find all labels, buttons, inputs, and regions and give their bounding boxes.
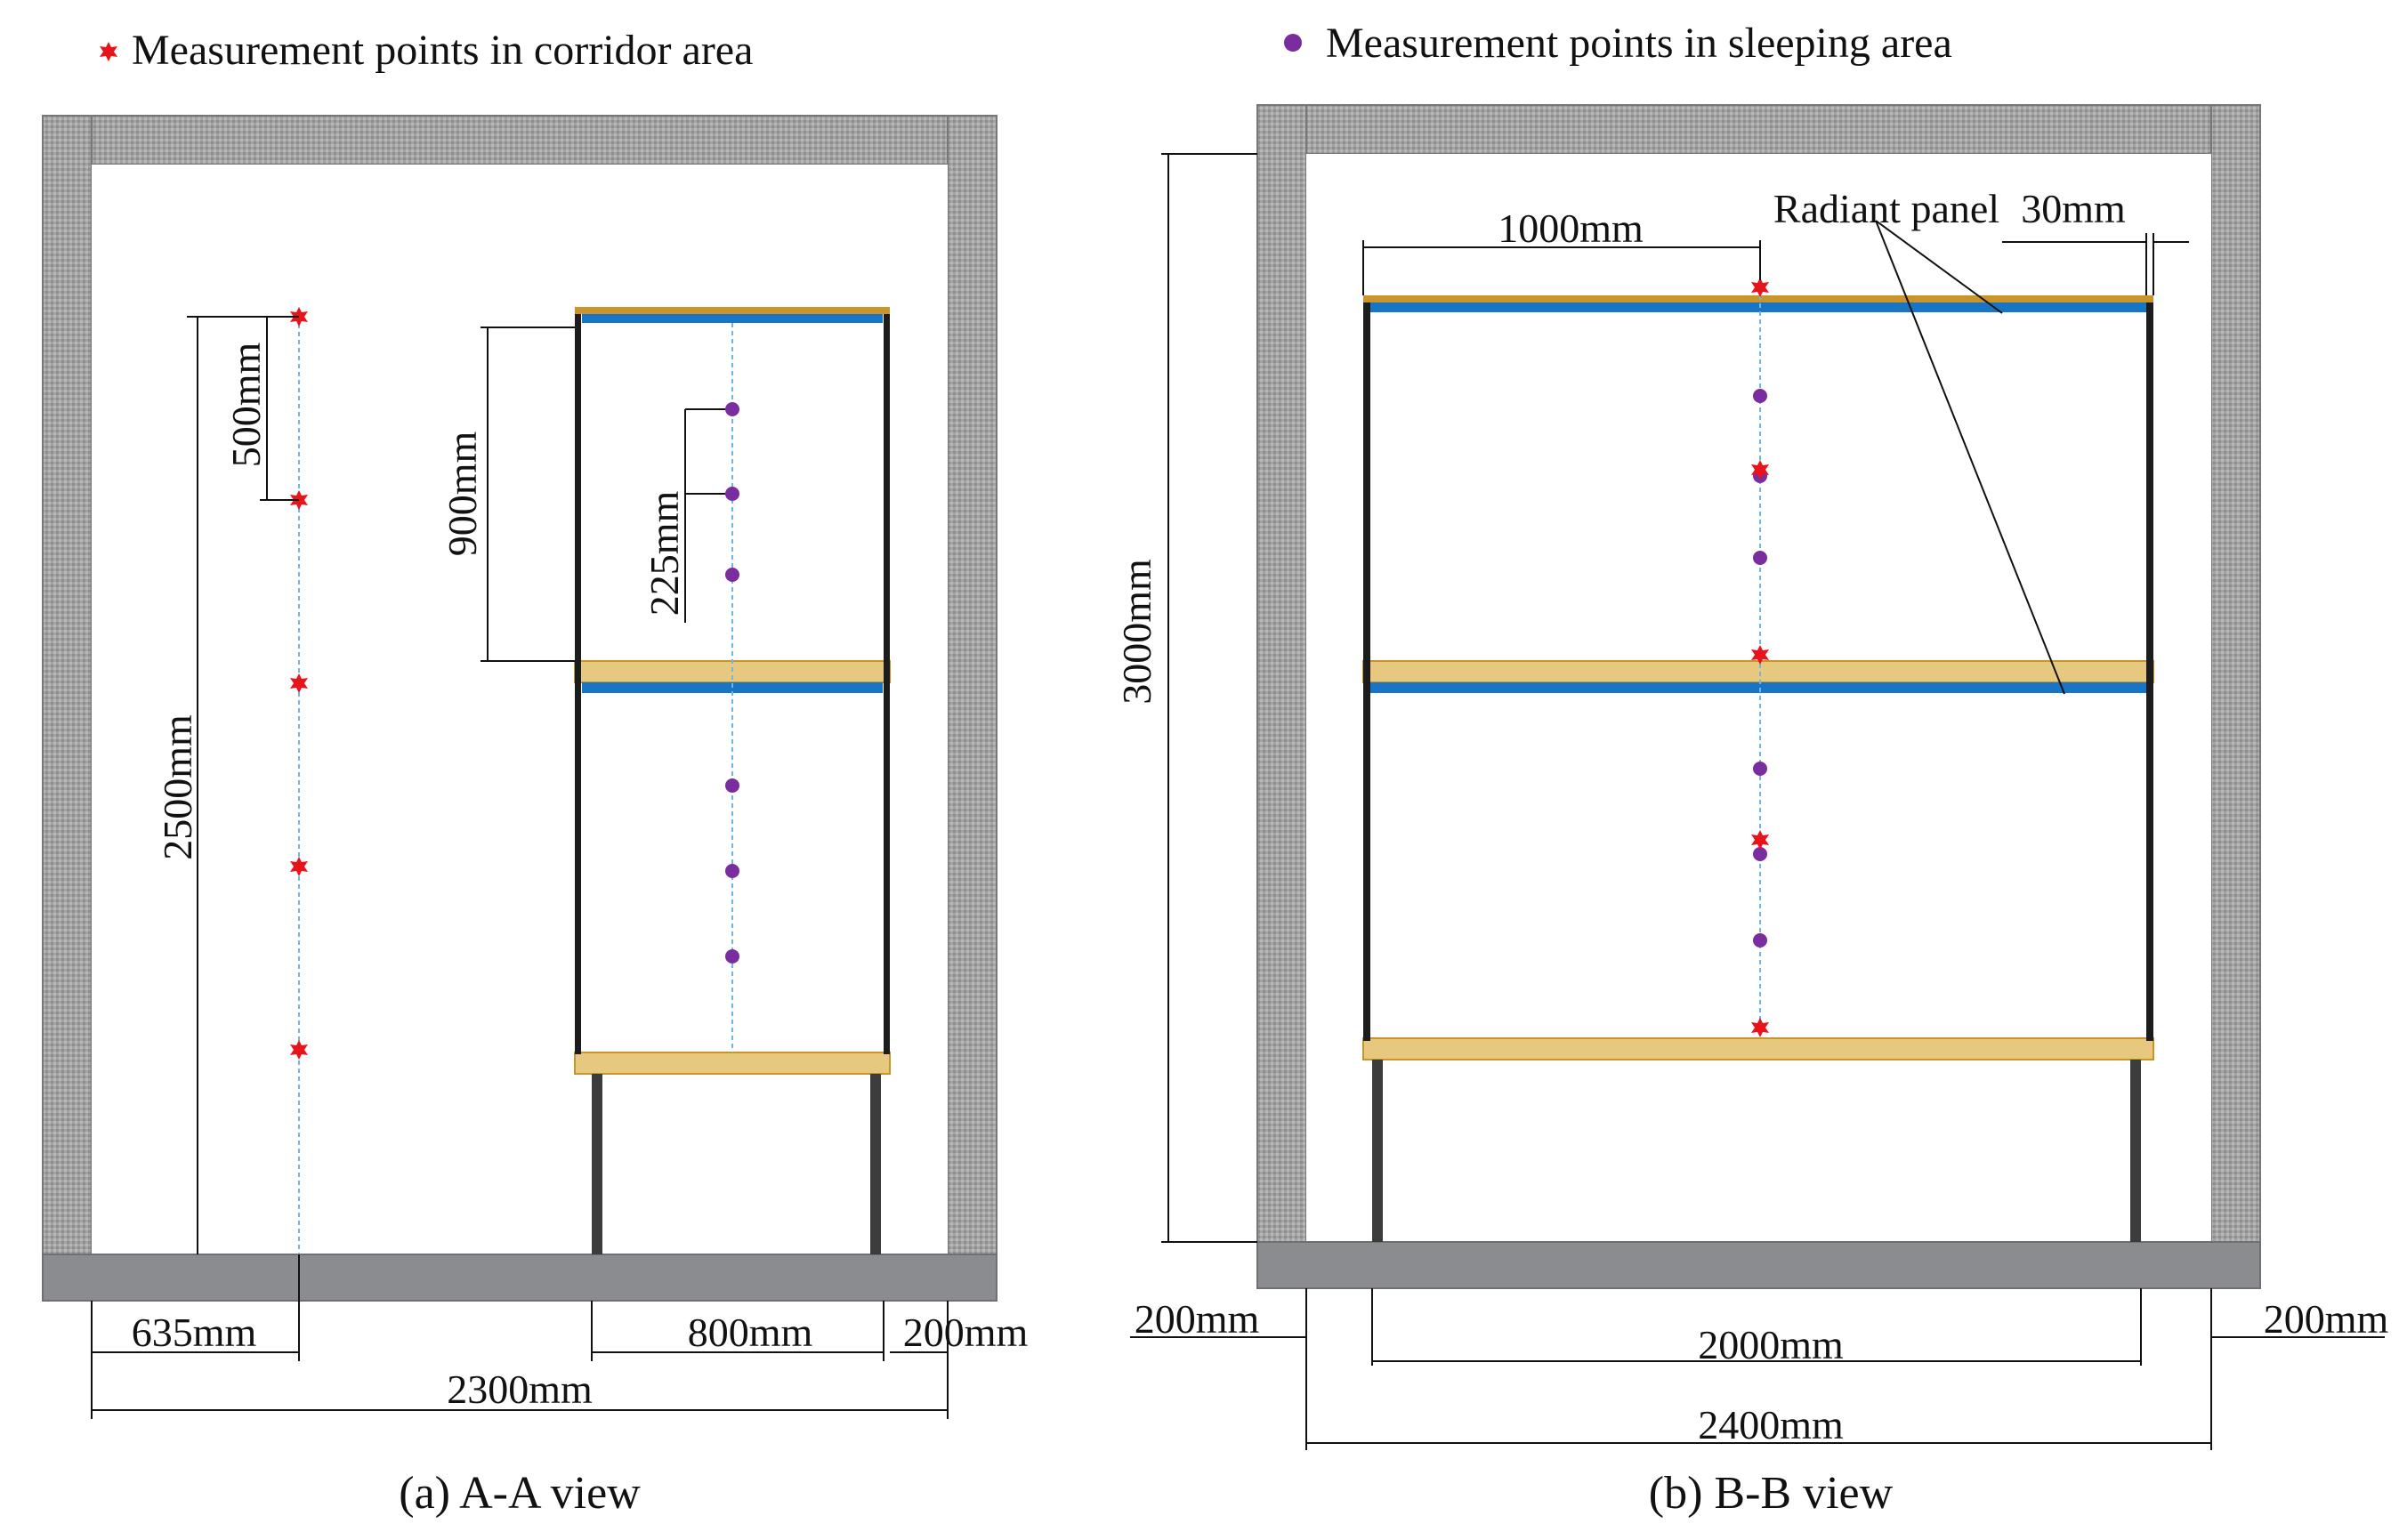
dim-b-panel-gap: 30mm: [2021, 186, 2126, 231]
bunk-post-left-a: [575, 314, 581, 1054]
right-wall-a: [947, 115, 998, 1255]
bunk-bed-a: [574, 307, 891, 1254]
dim-b-left-gap: 200mm: [1135, 1296, 1260, 1342]
sleeping-point-a-2: [725, 487, 739, 501]
dimension-lines-b: [1130, 153, 2385, 1450]
caption-view-a: (a) A-A view: [399, 1468, 641, 1519]
right-wall-b: [2210, 104, 2261, 1243]
radiant-panel-a-upper: [582, 314, 883, 323]
legend-sleeping-label: Measurement points in sleeping area: [1326, 20, 1952, 67]
dimension-lines-a: [91, 316, 949, 1419]
middle-board-b: [1362, 660, 2154, 683]
radiant-panel-b-lower: [1370, 682, 2146, 693]
dim-a-bed-width: 800mm: [688, 1310, 813, 1355]
dim-a-point-spacing: 500mm: [223, 343, 269, 468]
bunk-leg-left-a: [592, 1074, 602, 1254]
sleeping-point-a-5: [725, 864, 739, 878]
dim-a-room-width: 2300mm: [447, 1367, 593, 1412]
left-wall-a: [42, 115, 93, 1255]
radiant-panel-label: Radiant panel: [1773, 186, 1999, 231]
bunk-bed-b: [1362, 278, 2154, 1242]
bunk-post-right-b: [2146, 302, 2153, 1041]
legend: Measurement points in corridor area Meas…: [100, 20, 1952, 74]
upper-board-b: [1363, 295, 2153, 302]
legend-corridor-label: Measurement points in corridor area: [132, 27, 753, 74]
sleeping-point-a-3: [725, 568, 739, 582]
sleeping-point-legend-marker: [1284, 34, 1302, 52]
dim-a-height-total: 2500mm: [155, 714, 200, 860]
dim-b-room-width: 2400mm: [1698, 1402, 1844, 1447]
left-wall-b: [1256, 104, 1307, 1243]
sleeping-point-b-4: [1753, 762, 1767, 776]
sleeping-point-b-5: [1753, 847, 1767, 861]
view-b: 3000mm 1000mm Radiant panel 30mm 200mm 2…: [1114, 104, 2389, 1519]
radiant-panel-b-upper: [1370, 302, 2146, 312]
corridor-point-legend-marker: [100, 42, 117, 61]
sleeping-point-a-6: [725, 949, 739, 964]
dim-a-bunk-point-spacing: 225mm: [642, 491, 687, 617]
bunk-leg-left-b: [1372, 1060, 1383, 1242]
caption-view-b: (b) B-B view: [1649, 1468, 1894, 1519]
view-a: 2500mm 500mm 900mm 225mm 635mm 800mm 200…: [42, 115, 1029, 1519]
dim-a-left-offset: 635mm: [132, 1310, 257, 1355]
dim-b-height-total: 3000mm: [1114, 559, 1159, 705]
sleeping-point-a-1: [725, 402, 739, 416]
floor-b: [1256, 1241, 2261, 1289]
sleeping-point-b-6: [1753, 933, 1767, 947]
lower-board-b: [1362, 1037, 2154, 1060]
room-interior-b: [1306, 154, 2211, 1242]
bunk-leg-right-a: [870, 1074, 881, 1254]
dim-a-right-gap: 200mm: [903, 1310, 1029, 1355]
floor-a: [42, 1254, 998, 1302]
upper-board-a: [575, 307, 890, 314]
bunk-leg-right-b: [2130, 1060, 2141, 1242]
sleeping-point-b-1: [1753, 389, 1767, 403]
sleeping-point-b-3: [1753, 551, 1767, 565]
dim-b-right-gap: 200mm: [2264, 1296, 2389, 1342]
dim-a-bunk-clearance: 900mm: [440, 431, 485, 557]
dim-b-half-length: 1000mm: [1498, 206, 1644, 251]
bunk-post-right-a: [884, 314, 890, 1054]
lower-board-a: [574, 1052, 891, 1075]
ceiling-wall-a: [42, 115, 998, 165]
sleeping-point-a-4: [725, 778, 739, 793]
bunk-post-left-b: [1363, 302, 1370, 1041]
ceiling-wall-b: [1256, 104, 2261, 155]
dim-b-bed-length: 2000mm: [1698, 1322, 1844, 1367]
